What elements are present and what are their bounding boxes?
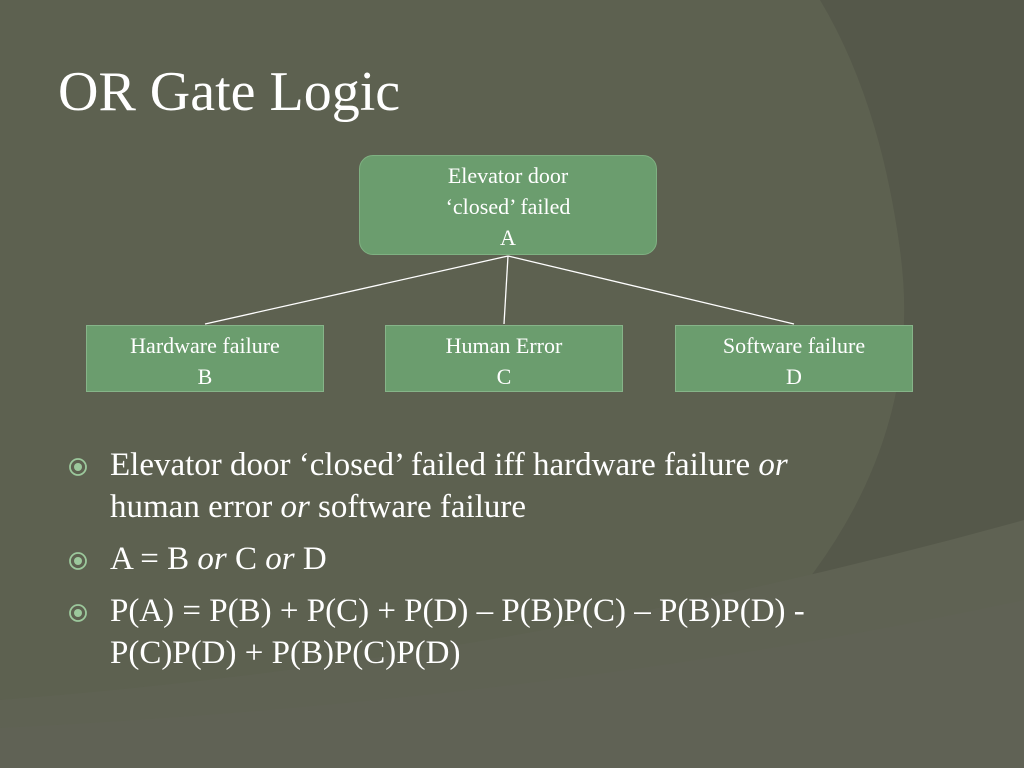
- connector-a-b: [204, 255, 509, 325]
- node-c-label: Human Error: [445, 333, 563, 358]
- node-d-software-failure: Software failure D: [675, 325, 913, 392]
- bullet-item-3: P(A) = P(B) + P(C) + P(D) – P(B)P(C) – P…: [68, 590, 868, 674]
- node-a-line2: ‘closed’ failed: [445, 194, 571, 219]
- bullet-2-or-a: or: [197, 541, 227, 577]
- connector-a-d: [507, 255, 795, 325]
- bullet-1-or-b: or: [280, 489, 310, 525]
- bullet-1-text-b: human error: [110, 489, 281, 525]
- node-d-label: Software failure: [722, 333, 866, 358]
- node-b-label: Hardware failure: [130, 333, 280, 358]
- slide-title: OR Gate Logic: [58, 61, 401, 123]
- bullet-2-or-b: or: [265, 541, 295, 577]
- node-c-human-error: Human Error C: [385, 325, 623, 392]
- node-d-letter: D: [786, 364, 802, 389]
- bullet-2-text-a: A = B: [110, 541, 198, 577]
- node-a-line3: A: [500, 225, 516, 250]
- bullet-2-text-b: C: [226, 541, 266, 577]
- bullet-item-2: A = B or C or D: [68, 538, 868, 580]
- node-b-letter: B: [197, 364, 213, 389]
- bullet-3-formula: P(A) = P(B) + P(C) + P(D) – P(B)P(C) – P…: [110, 593, 805, 671]
- bullet-1-text-c: software failure: [309, 489, 527, 525]
- node-a-elevator-door-failed: Elevator door ‘closed’ failed A: [359, 155, 657, 255]
- node-c-letter: C: [496, 364, 512, 389]
- bullet-2-text-c: D: [294, 541, 327, 577]
- bullet-list: Elevator door ‘closed’ failed iff hardwa…: [68, 444, 868, 684]
- bullet-1-or-a: or: [758, 447, 788, 483]
- connector-a-c: [503, 255, 509, 325]
- bullet-item-1: Elevator door ‘closed’ failed iff hardwa…: [68, 444, 868, 528]
- node-b-hardware-failure: Hardware failure B: [86, 325, 324, 392]
- circle-bullet-icon: [69, 604, 87, 622]
- circle-bullet-icon: [69, 458, 87, 476]
- circle-bullet-icon: [69, 552, 87, 570]
- node-a-line1: Elevator door: [447, 163, 569, 188]
- bullet-1-text-a: Elevator door ‘closed’ failed iff hardwa…: [110, 447, 759, 483]
